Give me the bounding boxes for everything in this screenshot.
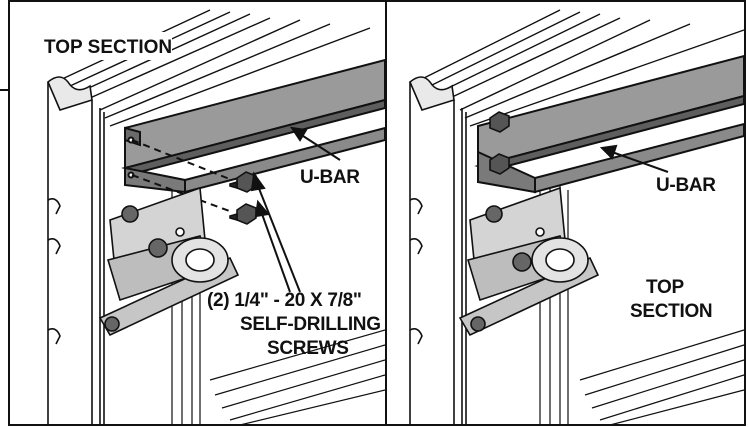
u-bar-right bbox=[474, 54, 745, 194]
top-section-title: TOP SECTION bbox=[44, 37, 172, 58]
u-bar-label-left: U-BAR bbox=[300, 167, 360, 188]
top-section-label-line2: SECTION bbox=[630, 301, 712, 322]
top-section-label-bg bbox=[38, 32, 172, 60]
callout-arrow-right bbox=[599, 144, 669, 173]
top-section-label-line1: TOP bbox=[646, 277, 684, 298]
self-drilling-screw-icon bbox=[229, 171, 257, 193]
left-panel: TOP SECTION U-BAR (2) 1/4" - 20 X 7/8" S… bbox=[38, 9, 386, 426]
screw-spec-line1: (2) 1/4" - 20 X 7/8" bbox=[207, 290, 362, 311]
door-stile-right bbox=[409, 76, 467, 425]
hinge-bracket-right bbox=[458, 186, 600, 337]
installed-screw-icon bbox=[489, 153, 510, 175]
screw-alignment-dashes bbox=[131, 139, 233, 213]
screw-spec-line2: SELF-DRILLING bbox=[240, 314, 381, 335]
right-panel: U-BAR TOP SECTION bbox=[409, 9, 745, 426]
installed-screw-icon bbox=[489, 111, 510, 133]
u-bar-label-right: U-BAR bbox=[656, 175, 716, 196]
screw-spec-line3: SCREWS bbox=[267, 338, 349, 359]
door-top-ribs-right bbox=[419, 9, 745, 127]
u-bar-left bbox=[121, 58, 386, 194]
self-drilling-screw-icon bbox=[229, 203, 257, 225]
callout-arrows-left bbox=[250, 126, 341, 293]
door-stile-left bbox=[47, 76, 105, 425]
hinge-bracket-left bbox=[98, 186, 240, 337]
